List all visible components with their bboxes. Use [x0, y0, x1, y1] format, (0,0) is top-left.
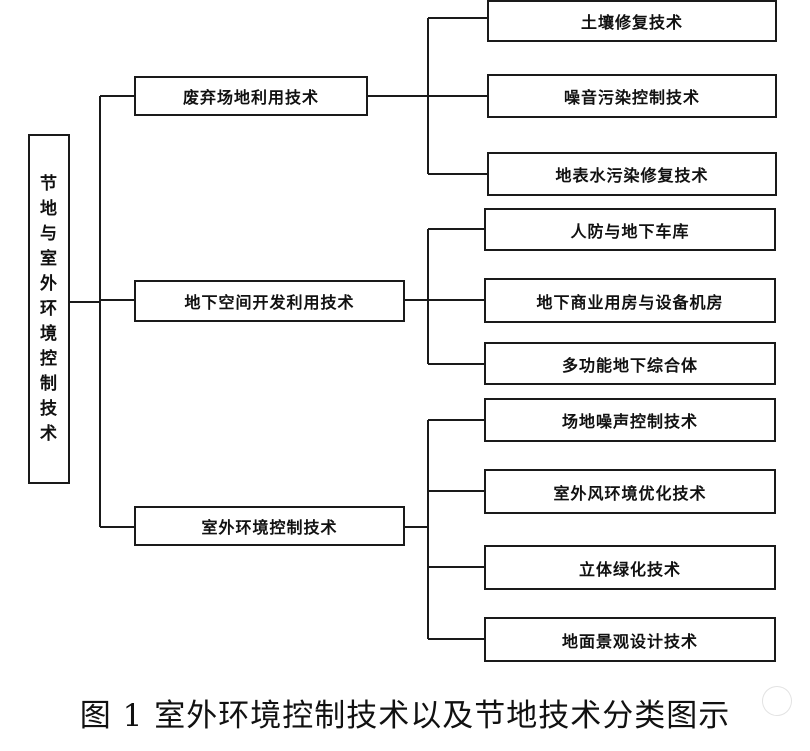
branch-node-wasteland: 废弃场地利用技术: [134, 76, 368, 116]
figure-caption: 图 1 室外环境控制技术以及节地技术分类图示: [79, 698, 731, 734]
root-node: 节 地 与 室 外 环 境 控 制 技 术: [28, 134, 70, 484]
root-char: 术: [40, 423, 58, 444]
root-char: 环: [40, 298, 58, 319]
root-char: 室: [40, 248, 58, 269]
root-char: 与: [40, 223, 58, 244]
branch-node-underground: 地下空间开发利用技术: [134, 280, 405, 322]
leaf-node: 土壤修复技术: [487, 0, 777, 42]
root-char: 技: [40, 398, 58, 419]
root-char: 境: [40, 323, 58, 344]
leaf-node: 地表水污染修复技术: [487, 152, 777, 196]
leaf-node: 地面景观设计技术: [484, 617, 776, 662]
root-char: 控: [40, 348, 58, 369]
root-char: 地: [40, 198, 58, 219]
leaf-node: 室外风环境优化技术: [484, 469, 776, 514]
leaf-node: 多功能地下综合体: [484, 342, 776, 385]
root-char: 外: [40, 273, 58, 294]
leaf-node: 地下商业用房与设备机房: [484, 278, 776, 323]
leaf-node: 人防与地下车库: [484, 208, 776, 251]
leaf-node: 噪音污染控制技术: [487, 74, 777, 118]
branch-node-outdoor: 室外环境控制技术: [134, 506, 405, 546]
leaf-node: 立体绿化技术: [484, 545, 776, 590]
root-char: 节: [40, 173, 58, 194]
leaf-node: 场地噪声控制技术: [484, 398, 776, 442]
root-char: 制: [40, 373, 58, 394]
